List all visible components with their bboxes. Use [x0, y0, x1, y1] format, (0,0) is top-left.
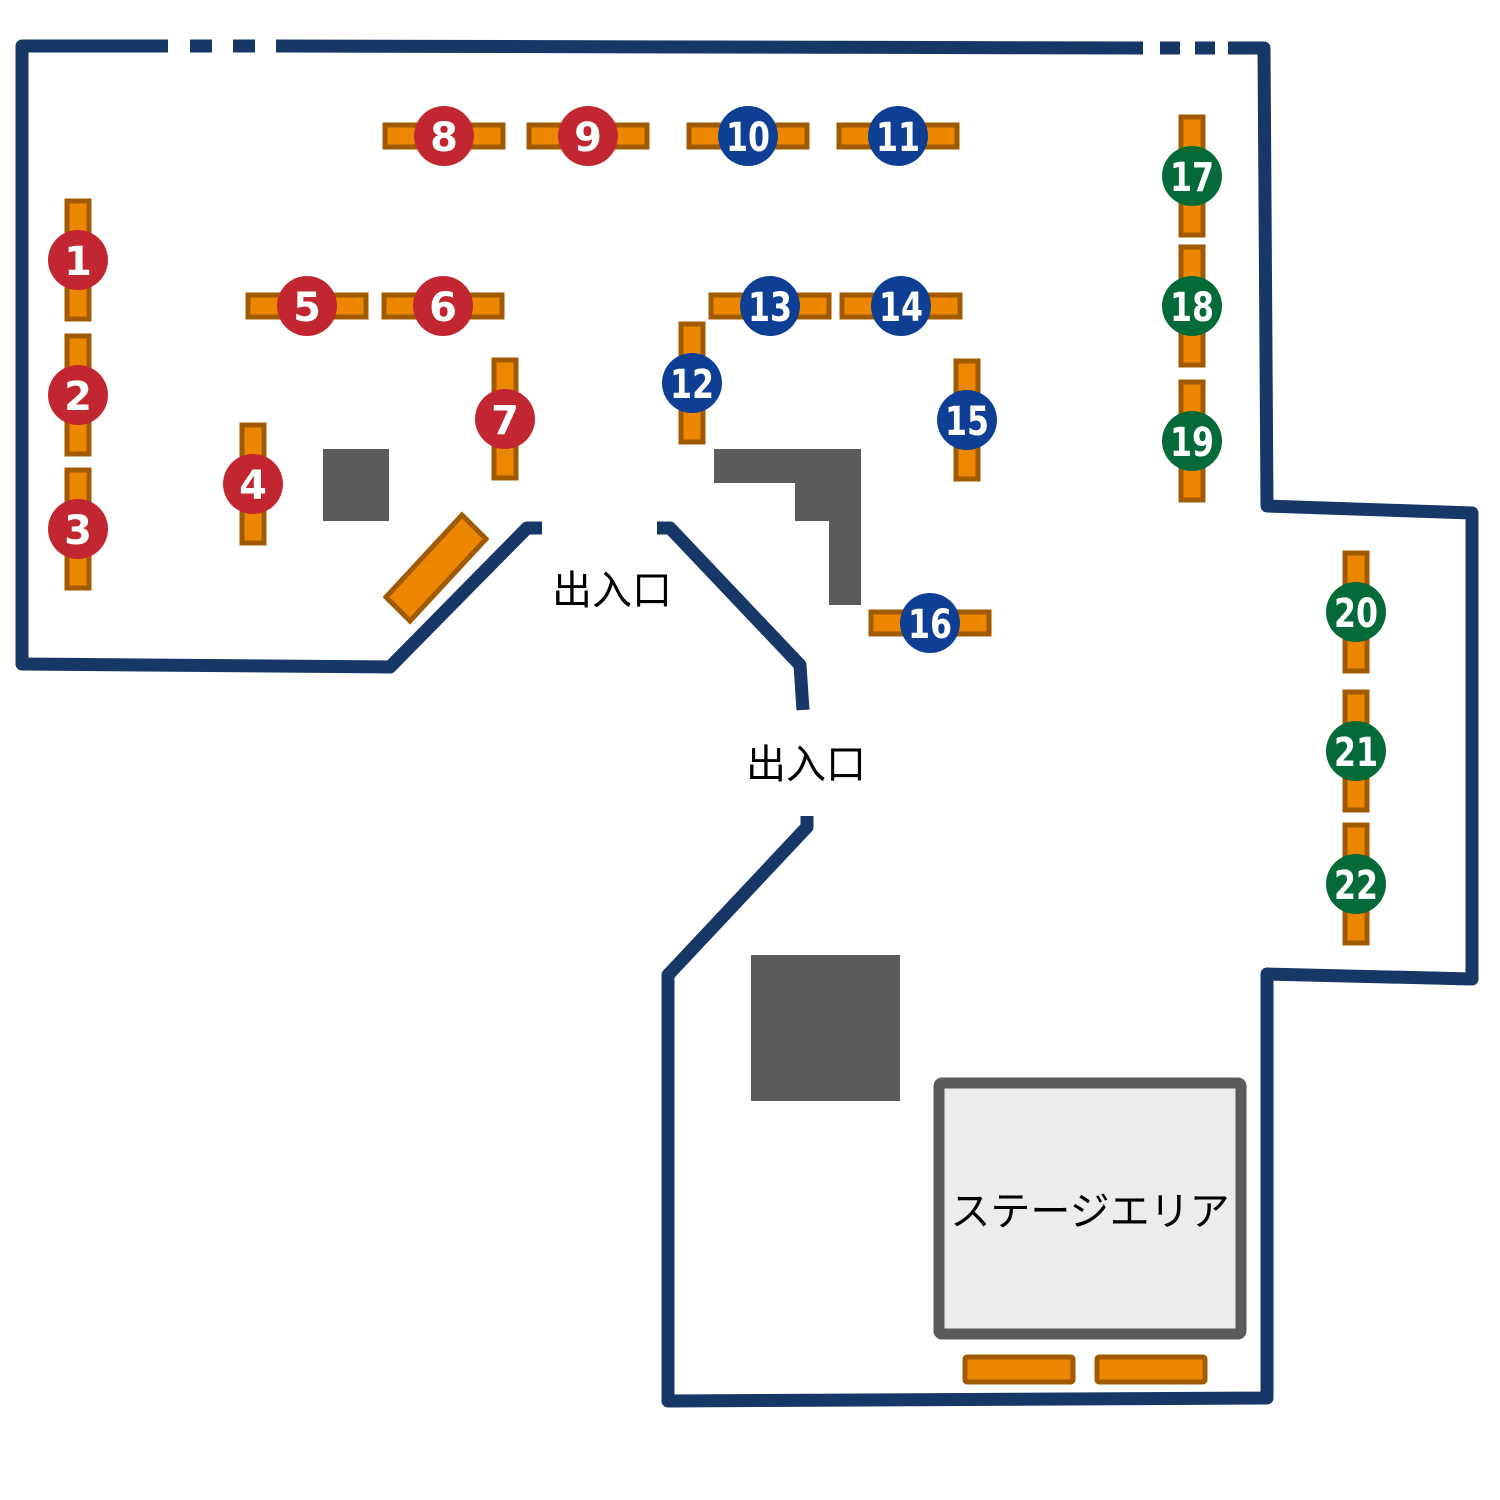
booth-number: 12: [670, 362, 714, 408]
booth-badge-green: [1162, 146, 1222, 206]
booth-number: 15: [945, 399, 989, 445]
booth-badge-red: [48, 230, 108, 290]
reception-table: [382, 511, 490, 625]
booth-13[interactable]: 13: [708, 276, 832, 336]
entrance-label-1: 出入口: [552, 568, 672, 614]
booth-number: 18: [1170, 285, 1214, 331]
entrance-label-2: 出入口: [746, 742, 866, 788]
booth-number: 5: [293, 285, 321, 331]
booth-badge-blue: [740, 276, 800, 336]
booth-badge-red: [48, 499, 108, 559]
booth-18[interactable]: 18: [1162, 244, 1222, 368]
booth-number: 19: [1170, 420, 1214, 466]
booth-number: 11: [876, 115, 920, 161]
booth-badge-blue: [900, 593, 960, 653]
booth-number: 1: [64, 239, 92, 285]
booth-1[interactable]: 1: [48, 198, 108, 322]
booth-9[interactable]: 9: [526, 106, 650, 166]
booth-5[interactable]: 5: [245, 276, 369, 336]
booth-22[interactable]: 22: [1326, 822, 1386, 946]
booth-badge-blue: [937, 390, 997, 450]
booth-4[interactable]: 4: [223, 422, 283, 546]
stage-table: [1094, 1354, 1208, 1385]
booth-3[interactable]: 3: [48, 467, 108, 591]
pillar: [751, 955, 900, 1101]
booth-number: 7: [491, 398, 519, 444]
booth-badge-blue: [718, 106, 778, 166]
booth-7[interactable]: 7: [475, 357, 535, 481]
walls: [15, 39, 1479, 1408]
booth-number: 22: [1334, 863, 1378, 909]
wall-middle: [657, 521, 810, 711]
booth-16[interactable]: 16: [868, 593, 992, 653]
booth-11[interactable]: 11: [836, 106, 960, 166]
booth-number: 17: [1170, 155, 1214, 201]
booth-20[interactable]: 20: [1326, 550, 1386, 674]
wall-top-left: [15, 39, 542, 674]
booth-10[interactable]: 10: [686, 106, 810, 166]
booth-number: 2: [64, 374, 92, 420]
booth-number: 3: [64, 508, 92, 554]
booth-badge-green: [1326, 582, 1386, 642]
booth-badge-green: [1326, 854, 1386, 914]
booth-17[interactable]: 17: [1162, 114, 1222, 238]
booth-badge-red: [223, 454, 283, 514]
booth-badge-red: [48, 365, 108, 425]
booth-12[interactable]: 12: [662, 321, 722, 445]
booth-15[interactable]: 15: [937, 358, 997, 482]
booth-number: 6: [429, 285, 457, 331]
booth-badge-red: [558, 106, 618, 166]
booth-badge-green: [1162, 276, 1222, 336]
stage-table: [962, 1354, 1076, 1385]
pillar: [323, 449, 389, 521]
booth-badge-red: [277, 276, 337, 336]
stage: [933, 1077, 1247, 1340]
booth-number: 9: [574, 115, 602, 161]
stage-label: ステージエリア: [950, 1189, 1229, 1235]
pillars: [323, 449, 900, 1101]
booth-number: 14: [879, 285, 923, 331]
booth-number: 4: [239, 463, 267, 509]
booth-2[interactable]: 2: [48, 333, 108, 457]
wall-right: [661, 41, 1479, 1408]
pillar-l-shaped: [714, 449, 861, 605]
booth-8[interactable]: 8: [382, 106, 506, 166]
booth-number: 8: [430, 115, 458, 161]
booth-badge-green: [1326, 721, 1386, 781]
booth-number: 13: [748, 285, 792, 331]
booth-badge-green: [1162, 411, 1222, 471]
booth-badge-blue: [662, 353, 722, 413]
booth-6[interactable]: 6: [381, 276, 505, 336]
booth-badge-blue: [871, 276, 931, 336]
booth-number: 16: [908, 602, 952, 648]
booth-badge-red: [413, 276, 473, 336]
booth-14[interactable]: 14: [839, 276, 963, 336]
booth-number: 10: [726, 115, 770, 161]
booth-19[interactable]: 19: [1162, 379, 1222, 503]
booth-number: 20: [1334, 591, 1378, 637]
wall-top: [275, 39, 1144, 55]
booth-21[interactable]: 21: [1326, 689, 1386, 813]
booth-number: 21: [1334, 730, 1378, 776]
booth-badge-red: [414, 106, 474, 166]
stage-area: ステージエリア: [933, 1077, 1247, 1385]
booth-badge-blue: [868, 106, 928, 166]
booth-badge-red: [475, 389, 535, 449]
